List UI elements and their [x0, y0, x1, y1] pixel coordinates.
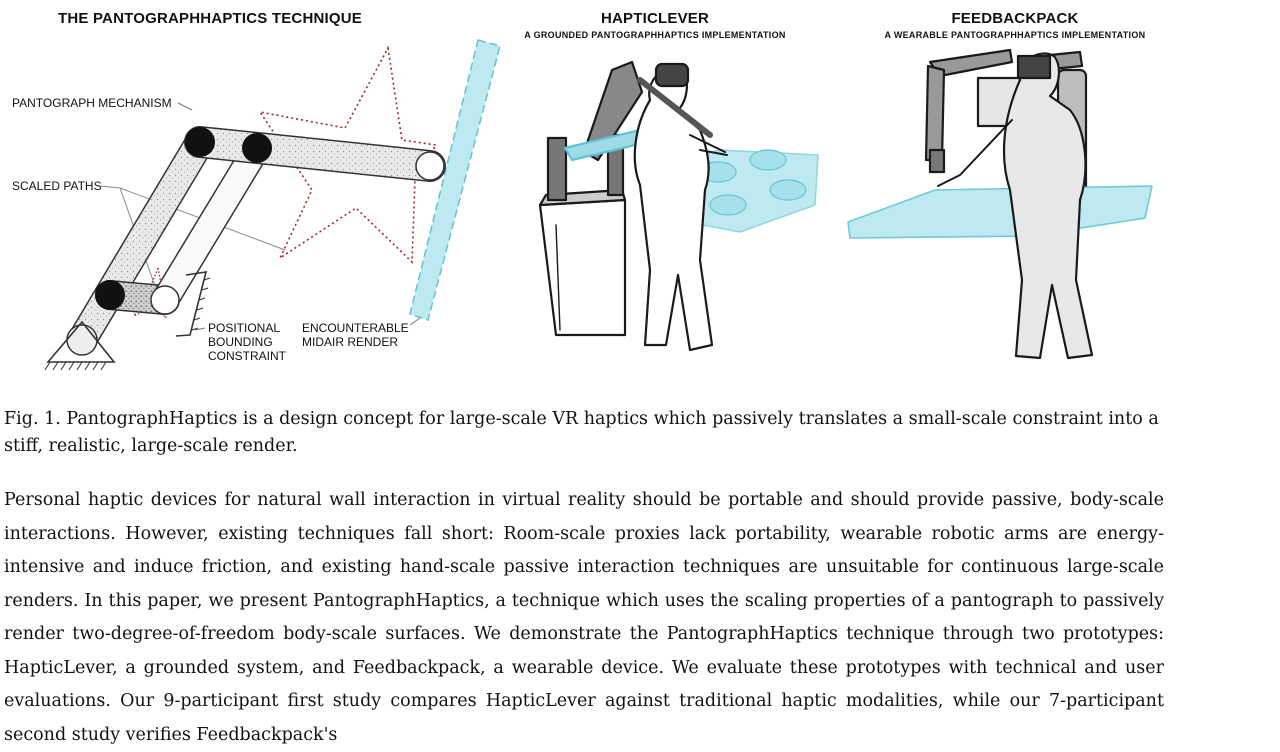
panel-subtitle-hapticlever: A GROUNDED PANTOGRAPHHAPTICS IMPLEMENTAT… [524, 30, 786, 40]
technique-diagram [44, 39, 501, 371]
figure-1: THE PANTOGRAPHHAPTICS TECHNIQUE HAPTICLE… [12, 10, 1153, 371]
figure-illustration [44, 39, 1153, 371]
abstract-paragraph: Personal haptic devices for natural wall… [4, 490, 1164, 745]
panel-subtitle-feedbackpack: A WEARABLE PANTOGRAPHHAPTICS IMPLEMENTAT… [884, 30, 1146, 40]
scaled-path-large [258, 45, 438, 264]
feedbackpack-illustration [847, 48, 1153, 360]
panel-title-technique: THE PANTOGRAPHHAPTICS TECHNIQUE [58, 10, 362, 27]
label-positional-bounding-constraint: POSITIONAL BOUNDING CONSTRAINT [208, 321, 286, 363]
label-pantograph-mechanism: PANTOGRAPH MECHANISM [12, 96, 172, 110]
figure-caption: Fig. 1. PantographHaptics is a design co… [4, 409, 1159, 456]
encounterable-render-plane [409, 39, 501, 321]
hapticlever-illustration [538, 60, 819, 352]
label-encounterable-midair-render: ENCOUNTERABLE MIDAIR RENDER [302, 321, 409, 349]
panel-title-hapticlever: HAPTICLEVER [600, 10, 710, 27]
label-scaled-paths: SCALED PATHS [12, 179, 102, 193]
panel-title-feedbackpack: FEEDBACKPACK [951, 10, 1079, 27]
